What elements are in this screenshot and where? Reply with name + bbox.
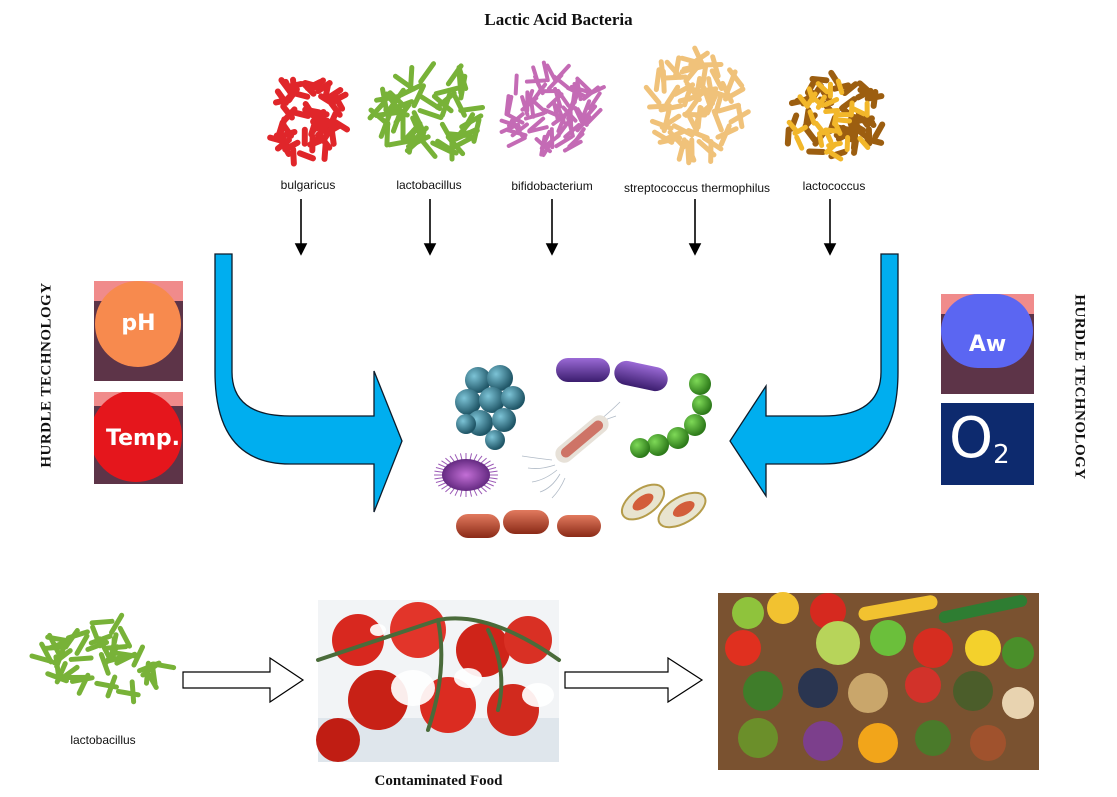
oxygen-subscript: 2: [993, 440, 1010, 470]
streptococcus-cluster-icon: [643, 45, 751, 166]
oxygen-tile: O2: [941, 403, 1034, 485]
water-activity-label: Aw: [968, 332, 1007, 357]
hollow-arrow-icon-2: [564, 656, 704, 704]
staphylococcus-icon: [455, 365, 525, 450]
bacteria-label-lactococcus: lactococcus: [802, 179, 866, 193]
bulgaricus-cluster-icon: [267, 76, 351, 167]
green-chain-icon: [630, 373, 712, 458]
temperature-label: Temp.: [106, 426, 181, 451]
left-bent-arrow-icon: [214, 253, 403, 513]
bacteria-label-bifidobacterium: bifidobacterium: [511, 179, 593, 193]
down-arrow-head-icon: [294, 243, 308, 256]
fresh-vegetables-image: [718, 592, 1039, 770]
purple-rods-icon: [556, 358, 668, 392]
contaminated-food-caption: Contaminated Food: [374, 773, 503, 789]
red-rods-icon: [456, 510, 601, 538]
bottom-lactobacillus-label: lactobacillus: [70, 733, 136, 747]
down-arrow-head-icon: [423, 243, 437, 256]
pathogens-cluster: [434, 358, 712, 538]
lactobacillus-bottom-cluster-icon: [29, 612, 177, 705]
big-bent-arrows: [214, 253, 899, 513]
bacteria-label-bulgaricus: bulgaricus: [280, 178, 336, 192]
lactobacillus-cluster-bottom: [29, 612, 177, 705]
bacteria-label-lactobacillus: lactobacillus: [396, 178, 462, 192]
ph-tile: pH: [94, 281, 183, 381]
oxygen-label: O: [949, 406, 994, 471]
hollow-arrow-icon-1: [182, 656, 305, 704]
spiky-virus-icon: [434, 453, 498, 497]
ph-label: pH: [121, 311, 156, 336]
bifidobacterium-cluster-icon: [499, 60, 606, 158]
right-bent-arrow-icon: [729, 253, 899, 499]
temperature-tile: Temp.: [94, 392, 183, 484]
lactobacillus-cluster-icon: [367, 61, 486, 162]
down-arrow-head-icon: [688, 243, 702, 256]
lactococcus-cluster-accent-icon: [786, 78, 871, 162]
diagram-title: Lactic Acid Bacteria: [484, 10, 633, 29]
down-arrow-head-icon: [823, 243, 837, 256]
spore-bacteria-icon: [620, 483, 707, 529]
contaminated-tomatoes-image: [316, 600, 561, 762]
bacteria-label-streptococcus: streptococcus thermophilus: [623, 181, 771, 195]
down-arrow-head-icon: [545, 243, 559, 256]
flagellated-bacterium-icon: [521, 401, 621, 499]
bacteria-row: [267, 45, 886, 167]
down-arrows: [294, 199, 837, 256]
water-activity-tile: Aw: [941, 294, 1034, 394]
